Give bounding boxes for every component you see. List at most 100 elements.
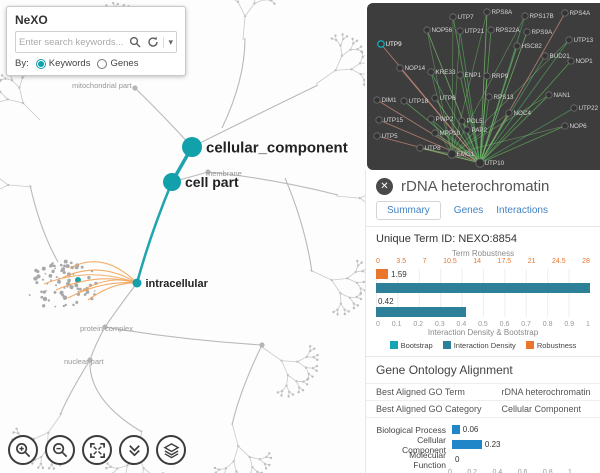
gene-node-RPS22A[interactable]: [487, 26, 495, 34]
search-by-keywords-option[interactable]: Keywords: [35, 58, 90, 69]
tree-node-cell-part[interactable]: [163, 173, 181, 191]
layers-button[interactable]: [156, 435, 186, 465]
gene-node-UTP18[interactable]: [400, 97, 408, 105]
layers-icon: [162, 442, 180, 458]
close-details-button[interactable]: ✕: [376, 178, 393, 195]
close-icon: ✕: [380, 181, 389, 192]
gene-node-KRE33[interactable]: [427, 68, 435, 76]
tree-node-cellular-component[interactable]: [182, 137, 202, 157]
gene-node-HSC82[interactable]: [513, 42, 521, 50]
gene-node-label: RPS17B: [530, 13, 554, 20]
gene-node-BUD21[interactable]: [541, 52, 549, 60]
gene-node-UTP5[interactable]: [373, 132, 381, 140]
gene-node-UTP8[interactable]: [416, 144, 424, 152]
axis-tick: 0: [376, 258, 380, 265]
collapse-levels-button[interactable]: [119, 435, 149, 465]
alignment-category-label: Biological Process: [376, 424, 446, 435]
fit-to-screen-icon: [89, 442, 105, 458]
search-icon: [130, 36, 141, 48]
gene-node-UTP9[interactable]: [377, 40, 385, 48]
gene-node-PAP2[interactable]: [463, 126, 471, 134]
gene-node-UTP7[interactable]: [449, 13, 457, 21]
gene-node-DIM1[interactable]: [373, 96, 381, 104]
tab-interactions[interactable]: Interactions: [496, 205, 548, 216]
gene-node-label: NOP14: [405, 65, 426, 72]
axis-tick: 0.6: [499, 321, 510, 328]
gene-node-UTP10[interactable]: [475, 158, 485, 168]
double-chevron-icon: [128, 444, 140, 456]
gene-node-UTP15[interactable]: [375, 116, 383, 124]
gene-node-PWP2[interactable]: [427, 115, 435, 123]
keywords-radio[interactable]: [35, 58, 46, 69]
refresh-icon: [148, 36, 159, 47]
gene-node-ENP1[interactable]: [456, 71, 464, 79]
tree-gray-label: protein complex: [80, 324, 133, 333]
tree-gray-label: membrane: [206, 169, 242, 178]
gene-node-NOC4[interactable]: [505, 109, 513, 117]
search-by-label: By:: [15, 58, 29, 69]
gene-node-UTP13[interactable]: [565, 36, 573, 44]
gene-node-UTP21[interactable]: [456, 27, 464, 35]
axis-tick: 0.4: [456, 321, 467, 328]
robustness-value: 1.59: [391, 269, 407, 279]
search-input[interactable]: [19, 36, 126, 48]
gene-node-NOP1[interactable]: [567, 57, 575, 65]
legend-interaction-density: Interaction Density: [442, 341, 516, 350]
axis-tick: 1: [568, 469, 572, 473]
gene-node-POL5[interactable]: [458, 117, 466, 125]
gene-node-MPP10[interactable]: [431, 129, 439, 137]
gene-node-label: UTP9: [386, 41, 403, 48]
tree-gray-label: mitochondrial part: [72, 81, 133, 90]
reset-search-button[interactable]: [145, 34, 161, 50]
search-options-dropdown[interactable]: ▾: [163, 36, 173, 48]
axis-tick: 24.5: [552, 258, 566, 265]
gene-node-RPS17B[interactable]: [521, 12, 529, 20]
gene-node-UTP22[interactable]: [570, 104, 578, 112]
alignment-bar: [452, 425, 460, 434]
zoom-out-button[interactable]: [45, 435, 75, 465]
gene-node-NOP6[interactable]: [561, 122, 569, 130]
bootstrap-bar: [376, 283, 590, 293]
gene-node-NAN1[interactable]: [545, 91, 553, 99]
gene-node-RPS4A[interactable]: [561, 9, 569, 17]
gene-node-RRP9[interactable]: [483, 72, 491, 80]
axis-tick: 0.2: [413, 321, 424, 328]
genes-radio[interactable]: [97, 58, 108, 69]
gene-node-label: PAP2: [472, 127, 488, 134]
interaction-density-value: 0.42: [378, 297, 394, 306]
search-button[interactable]: [127, 34, 143, 50]
gene-node-RPS13[interactable]: [485, 93, 493, 101]
axis-tick: 14: [473, 258, 482, 265]
gene-node-EMG1[interactable]: [447, 149, 457, 159]
axis-tick: 0.6: [517, 469, 528, 473]
term-details-panel: ✕ rDNA heterochromatin Summary Genes Int…: [365, 170, 600, 473]
search-by-genes-option[interactable]: Genes: [97, 58, 138, 69]
fit-to-screen-button[interactable]: [82, 435, 112, 465]
alignment-bar: [452, 440, 482, 449]
go-term-value: rDNA heterochromatin: [491, 383, 600, 401]
gene-node-NOP56[interactable]: [423, 26, 431, 34]
gene-node-UTP6[interactable]: [431, 94, 439, 102]
gene-node-RPS8A[interactable]: [483, 8, 491, 16]
tab-summary[interactable]: Summary: [376, 201, 441, 220]
gene-node-label: UTP13: [574, 37, 594, 44]
legend-robustness: Robustness: [525, 341, 576, 350]
gene-node-NOP14[interactable]: [396, 64, 404, 72]
app-title: NeXO: [15, 13, 48, 27]
gene-node-label: RPS22A: [496, 27, 521, 34]
zoom-in-button[interactable]: [8, 435, 38, 465]
gene-node-label: RRP9: [492, 73, 509, 80]
gene-node-label: UTP6: [440, 95, 457, 102]
unique-term-id: Unique Term ID: NEXO:8854: [376, 233, 518, 245]
axis-tick: 0: [448, 469, 452, 473]
tab-genes[interactable]: Genes: [453, 205, 484, 216]
gene-node-label: UTP22: [579, 105, 599, 112]
gene-node-RPS9A[interactable]: [523, 28, 531, 36]
tree-node-intracellular[interactable]: [132, 278, 142, 288]
term-title: rDNA heterochromatin: [401, 178, 550, 195]
